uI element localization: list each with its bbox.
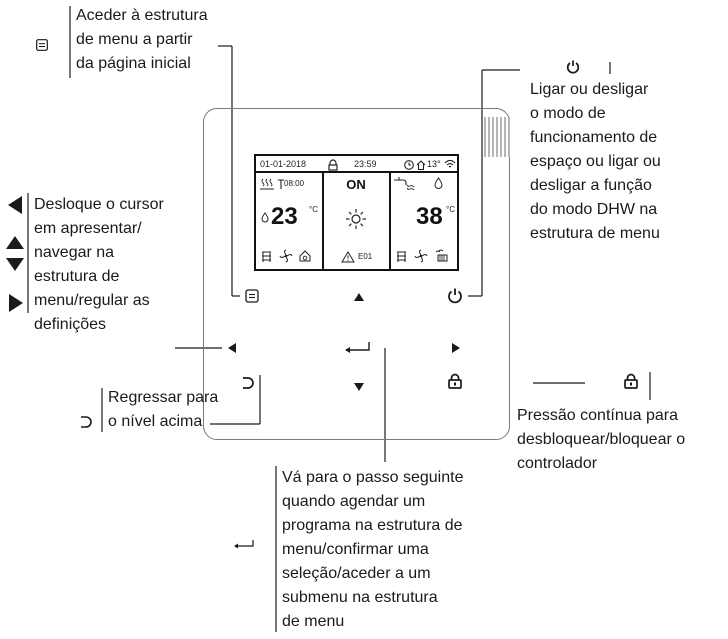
- indoor-unit-icon-2: [397, 251, 406, 262]
- enter-legend-icon: [234, 540, 254, 549]
- unlock-legend-icon: [624, 373, 638, 389]
- tank-heater-icon: [435, 249, 448, 262]
- clock-icon: [404, 160, 414, 170]
- unlock-icon[interactable]: [448, 373, 462, 389]
- power-icon[interactable]: [447, 288, 463, 304]
- back-callout-text: Regressar para o nível acima: [108, 389, 219, 430]
- left-arrow-icon[interactable]: [228, 343, 236, 353]
- enter-callout-text: Vá para o passo seguinte quando agendar …: [282, 469, 464, 630]
- lcd-screen: 01-01-2018 23:59 13° 08:00 23 °C ON: [254, 154, 459, 271]
- warning-icon: [341, 251, 355, 263]
- menu-icon[interactable]: [245, 289, 259, 303]
- menu-legend-icon: [36, 39, 48, 51]
- outdoor-temp: 13°: [427, 159, 441, 169]
- controller-panel: [203, 108, 510, 440]
- error-code: E01: [358, 252, 373, 261]
- left-arrow-legend-icon: [8, 196, 22, 214]
- fan-icon: [279, 249, 293, 263]
- indoor-unit-icon: [262, 251, 271, 262]
- navigate-callout-text: Desloque o cursor em apresentar/ navegar…: [34, 196, 164, 333]
- left-temp-unit: °C: [309, 205, 318, 214]
- down-arrow-legend-icon: [6, 258, 24, 271]
- power-callout-text: Ligar ou desligar o modo de funcionament…: [530, 81, 661, 242]
- screen-date: 01-01-2018: [260, 159, 307, 169]
- status-on: ON: [346, 177, 366, 192]
- power-legend-icon: [566, 60, 580, 74]
- speaker-grille-icon: [484, 117, 510, 157]
- wifi-icon: [444, 159, 456, 168]
- screen-time: 23:59: [354, 159, 377, 169]
- right-temperature: 38: [416, 203, 443, 230]
- down-arrow-icon[interactable]: [354, 383, 364, 391]
- back-legend-icon: [81, 416, 92, 428]
- menu-callout-text: Aceder à estrutura de menu a partir da p…: [76, 7, 208, 72]
- enter-icon[interactable]: [345, 342, 371, 353]
- water-drop-icon: [261, 212, 269, 223]
- right-arrow-icon[interactable]: [452, 343, 460, 353]
- lock-icon: [328, 159, 338, 171]
- drop-icon: [434, 177, 443, 189]
- schedule-icon: [278, 179, 284, 189]
- up-arrow-legend-icon: [6, 236, 24, 249]
- tap-water-icon: [394, 177, 415, 191]
- up-arrow-icon[interactable]: [354, 293, 364, 301]
- sun-icon: [346, 209, 366, 229]
- right-arrow-legend-icon: [9, 294, 23, 312]
- home-outline-icon: [416, 160, 426, 171]
- unlock-callout-text: Pressão contínua para desbloquear/bloque…: [517, 407, 686, 472]
- right-temp-unit: °C: [446, 205, 455, 214]
- left-temperature: 23: [271, 203, 298, 230]
- back-icon[interactable]: [240, 376, 254, 390]
- home-flame-icon: [299, 250, 311, 262]
- fan-icon-2: [414, 249, 428, 263]
- schedule-time: 08:00: [284, 179, 305, 188]
- floor-heating-icon: [260, 178, 274, 190]
